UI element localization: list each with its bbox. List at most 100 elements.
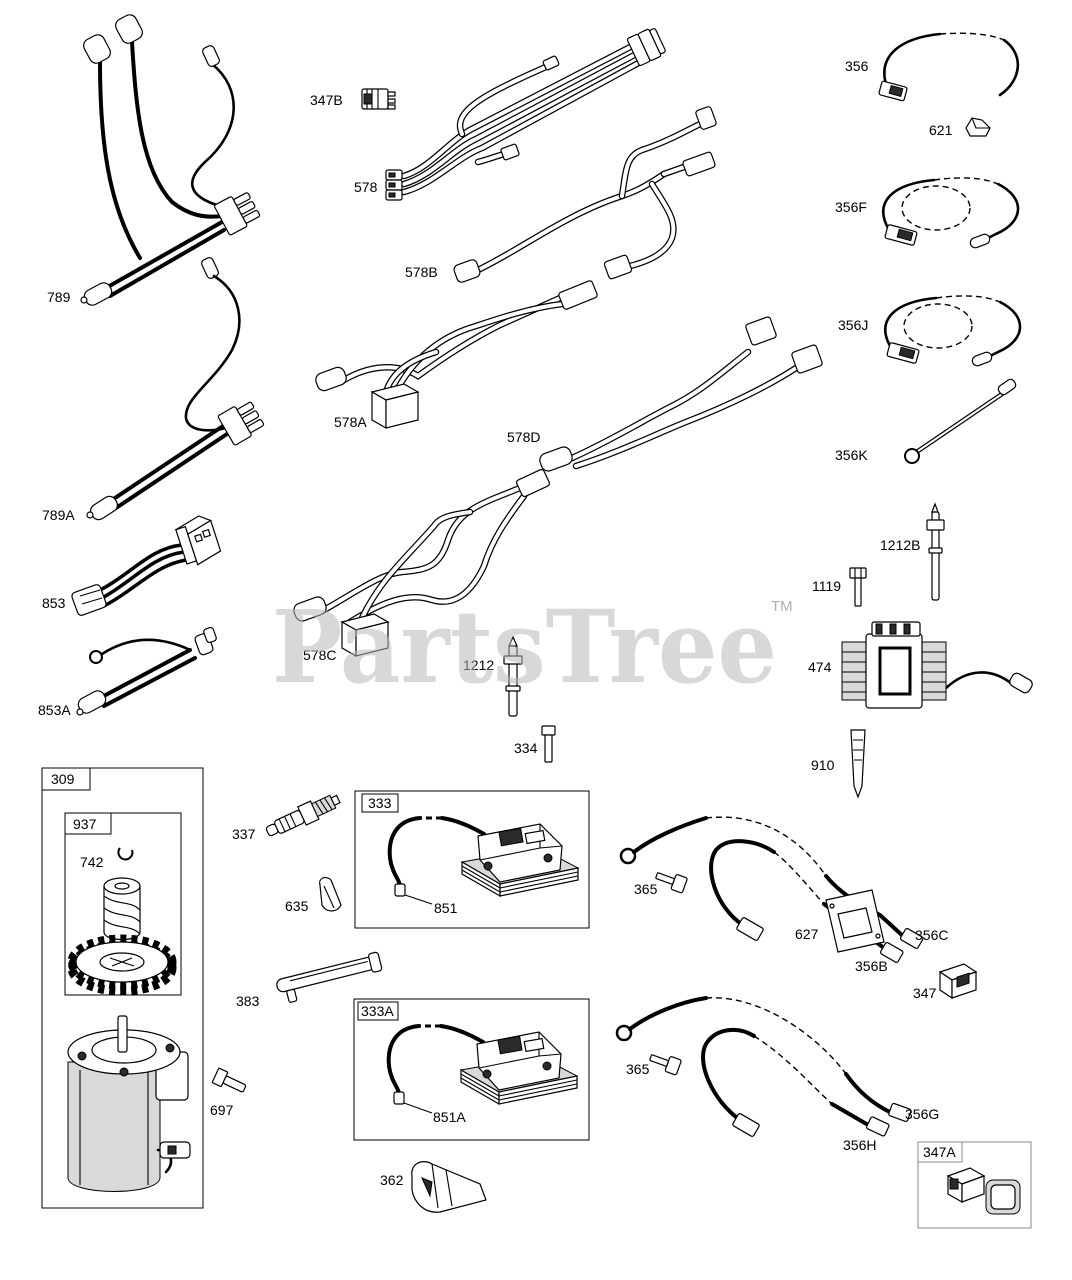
bolt-697	[211, 1067, 247, 1093]
callout-356B[interactable]: 356B	[855, 958, 888, 974]
switch-347B	[361, 88, 396, 110]
callout-356G[interactable]: 356G	[905, 1106, 939, 1122]
callout-356K[interactable]: 356K	[835, 447, 868, 463]
clip-635	[319, 876, 342, 912]
callout-365-b[interactable]: 365	[626, 1061, 650, 1077]
callout-356[interactable]: 356	[845, 58, 869, 74]
stud-1212	[503, 635, 523, 717]
bolt-1119	[849, 567, 867, 607]
armature-box-333A	[353, 998, 590, 1141]
callout-356C[interactable]: 356C	[915, 927, 948, 943]
callout-578[interactable]: 578	[354, 179, 378, 195]
callout-578A[interactable]: 578A	[334, 414, 367, 430]
drive-pinion	[103, 877, 141, 941]
callout-853A[interactable]: 853A	[38, 702, 71, 718]
cable-fill	[662, 165, 686, 176]
switch-347	[938, 963, 978, 1000]
cable-fill	[342, 296, 562, 382]
callout-697[interactable]: 697	[210, 1102, 234, 1118]
clip-621	[965, 117, 991, 137]
cable-fill	[458, 64, 550, 136]
screw-365-b	[649, 1054, 682, 1076]
callout-383[interactable]: 383	[236, 993, 260, 1009]
switch-kit-347A	[917, 1141, 1032, 1229]
cable-fill	[620, 122, 702, 198]
bracket-627	[825, 889, 885, 953]
callout-334[interactable]: 334	[514, 740, 538, 756]
callout-789[interactable]: 789	[47, 289, 71, 305]
callout-851[interactable]: 851	[434, 900, 458, 916]
callout-853[interactable]: 853	[42, 595, 66, 611]
callout-937[interactable]: 937	[73, 816, 97, 832]
cable-fill	[360, 510, 472, 620]
cable-fill	[348, 494, 526, 624]
callout-365-a[interactable]: 365	[634, 881, 658, 897]
cable-fill	[402, 50, 642, 186]
callout-627[interactable]: 627	[795, 926, 819, 942]
wire-harness-853	[71, 515, 222, 616]
wire-harness-578B	[453, 106, 717, 283]
spark-plug-337	[265, 794, 341, 837]
watermark: PartsTree TM	[272, 588, 793, 706]
tube-383	[276, 951, 383, 1003]
wire-356H	[701, 1027, 890, 1137]
armature-box-333	[354, 790, 590, 929]
cable-fill	[476, 152, 506, 164]
callout-356J[interactable]: 356J	[838, 317, 868, 333]
callout-1119[interactable]: 1119	[812, 578, 841, 594]
callout-333[interactable]: 333	[368, 795, 392, 811]
cable-fill	[402, 58, 646, 194]
callout-635[interactable]: 635	[285, 898, 309, 914]
callout-1212[interactable]: 1212	[463, 657, 494, 673]
callout-356H[interactable]: 356H	[843, 1137, 876, 1153]
watermark-trademark: TM	[771, 598, 793, 615]
ground-wire-356G	[615, 996, 912, 1123]
wire-harness-578C	[293, 468, 551, 658]
wire-harness-789A	[86, 257, 265, 521]
starter-body	[67, 1015, 191, 1192]
wire-356J	[884, 295, 1022, 367]
wire-harness-578A	[315, 280, 598, 430]
callout-347[interactable]: 347	[913, 985, 937, 1001]
callout-309[interactable]: 309	[51, 771, 75, 787]
cable-fill	[402, 42, 638, 178]
wire-harness-853A	[76, 626, 217, 716]
callout-347B[interactable]: 347B	[310, 92, 343, 108]
stud-1212B	[926, 502, 945, 601]
ground-wire-356K	[904, 378, 1017, 464]
ground-wire-356C	[619, 816, 924, 949]
callout-578D[interactable]: 578D	[507, 429, 540, 445]
callout-851A[interactable]: 851A	[433, 1109, 466, 1125]
callout-910[interactable]: 910	[811, 757, 835, 773]
cable-fill	[476, 172, 666, 272]
cable-fill	[384, 350, 438, 394]
callout-474[interactable]: 474	[808, 659, 832, 675]
callout-356F[interactable]: 356F	[835, 199, 867, 215]
cable-fill	[570, 350, 750, 460]
callout-578C[interactable]: 578C	[303, 647, 336, 663]
wire-356F	[882, 177, 1020, 249]
callout-578B[interactable]: 578B	[405, 264, 438, 280]
callout-789A[interactable]: 789A	[42, 507, 75, 523]
ignition-armature-333A	[386, 1024, 579, 1106]
wire-harness-789	[80, 14, 261, 306]
screw-365-a	[655, 872, 688, 894]
callout-621[interactable]: 621	[929, 122, 953, 138]
boot-362	[411, 1161, 487, 1213]
cable-fill	[628, 182, 676, 268]
callout-337[interactable]: 337	[232, 826, 256, 842]
callout-333A[interactable]: 333A	[361, 1003, 394, 1019]
starter-motor-309	[41, 767, 204, 1209]
callout-362[interactable]: 362	[380, 1172, 404, 1188]
gear	[67, 934, 177, 996]
tool-910	[850, 729, 866, 799]
callout-1212B[interactable]: 1212B	[880, 537, 920, 553]
wire-harness-578D	[539, 316, 823, 472]
ignition-armature-333	[387, 816, 580, 898]
ground-wire-356	[878, 32, 1020, 102]
callout-742[interactable]: 742	[80, 854, 104, 870]
callout-347A[interactable]: 347A	[923, 1144, 956, 1160]
bolt-334	[541, 725, 556, 763]
armature-474	[841, 621, 1033, 709]
